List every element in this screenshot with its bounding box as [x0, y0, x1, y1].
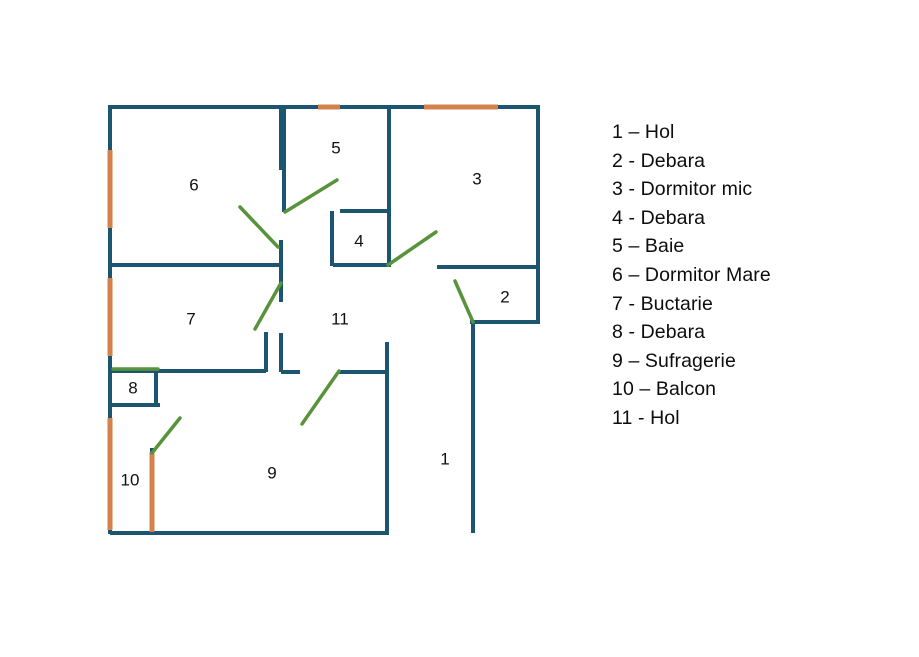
- door-swing-living9: [300, 369, 341, 426]
- room-1-label: 1: [440, 449, 449, 468]
- legend-item-1: 1 – Hol: [612, 121, 675, 143]
- room-8-label: 8: [128, 378, 137, 397]
- door-swing-bathroom5: [283, 178, 339, 214]
- legend-item-11: 11 - Hol: [612, 406, 680, 429]
- room-labels-group: 1 2 3 4 5 6 7 8 9 10 11: [121, 138, 510, 489]
- legend-item-3: 3 - Dormitor mic: [612, 178, 753, 201]
- floorplan-drawing: 1 2 3 4 5 6 7 8 9 10 11: [107, 104, 540, 535]
- room-legend: 1 – Hol 2 - Debara 3 - Dormitor mic 4 - Deb…: [612, 118, 902, 433]
- door-swing-balcony10: [150, 416, 182, 455]
- windows-group: [107, 104, 498, 532]
- door-swing-kitchen7: [253, 281, 283, 331]
- room-5-label: 5: [331, 138, 340, 157]
- room-2-label: 2: [500, 287, 509, 306]
- legend-item-7: 7 - Buctarie: [612, 292, 713, 315]
- room-11-label: 11: [331, 309, 349, 328]
- door-swing-bedroom6: [238, 205, 280, 249]
- room-9-label: 9: [267, 463, 276, 482]
- legend-item-5: 5 – Baie: [612, 235, 685, 258]
- room-4-label: 4: [354, 231, 363, 250]
- door-swing-debara4: [386, 230, 438, 267]
- legend-item-10: 10 – Balcon: [612, 378, 717, 401]
- legend-item-8: 8 - Debara: [612, 321, 706, 344]
- room-3-label: 3: [472, 169, 481, 188]
- floorplan-container: 1 2 3 4 5 6 7 8 9 10 11: [107, 104, 540, 535]
- legend-item-4: 4 - Debara: [612, 206, 706, 229]
- door-swing-debara2: [453, 279, 475, 324]
- legend-item-6: 6 – Dormitor Mare: [612, 263, 771, 286]
- door-swings-group: [111, 178, 475, 455]
- legend-item-9: 9 – Sufragerie: [612, 349, 736, 372]
- room-7-label: 7: [186, 309, 195, 328]
- room-6-label: 6: [189, 175, 198, 194]
- room-10-label: 10: [121, 470, 140, 489]
- legend-item-2: 2 - Debara: [612, 149, 706, 172]
